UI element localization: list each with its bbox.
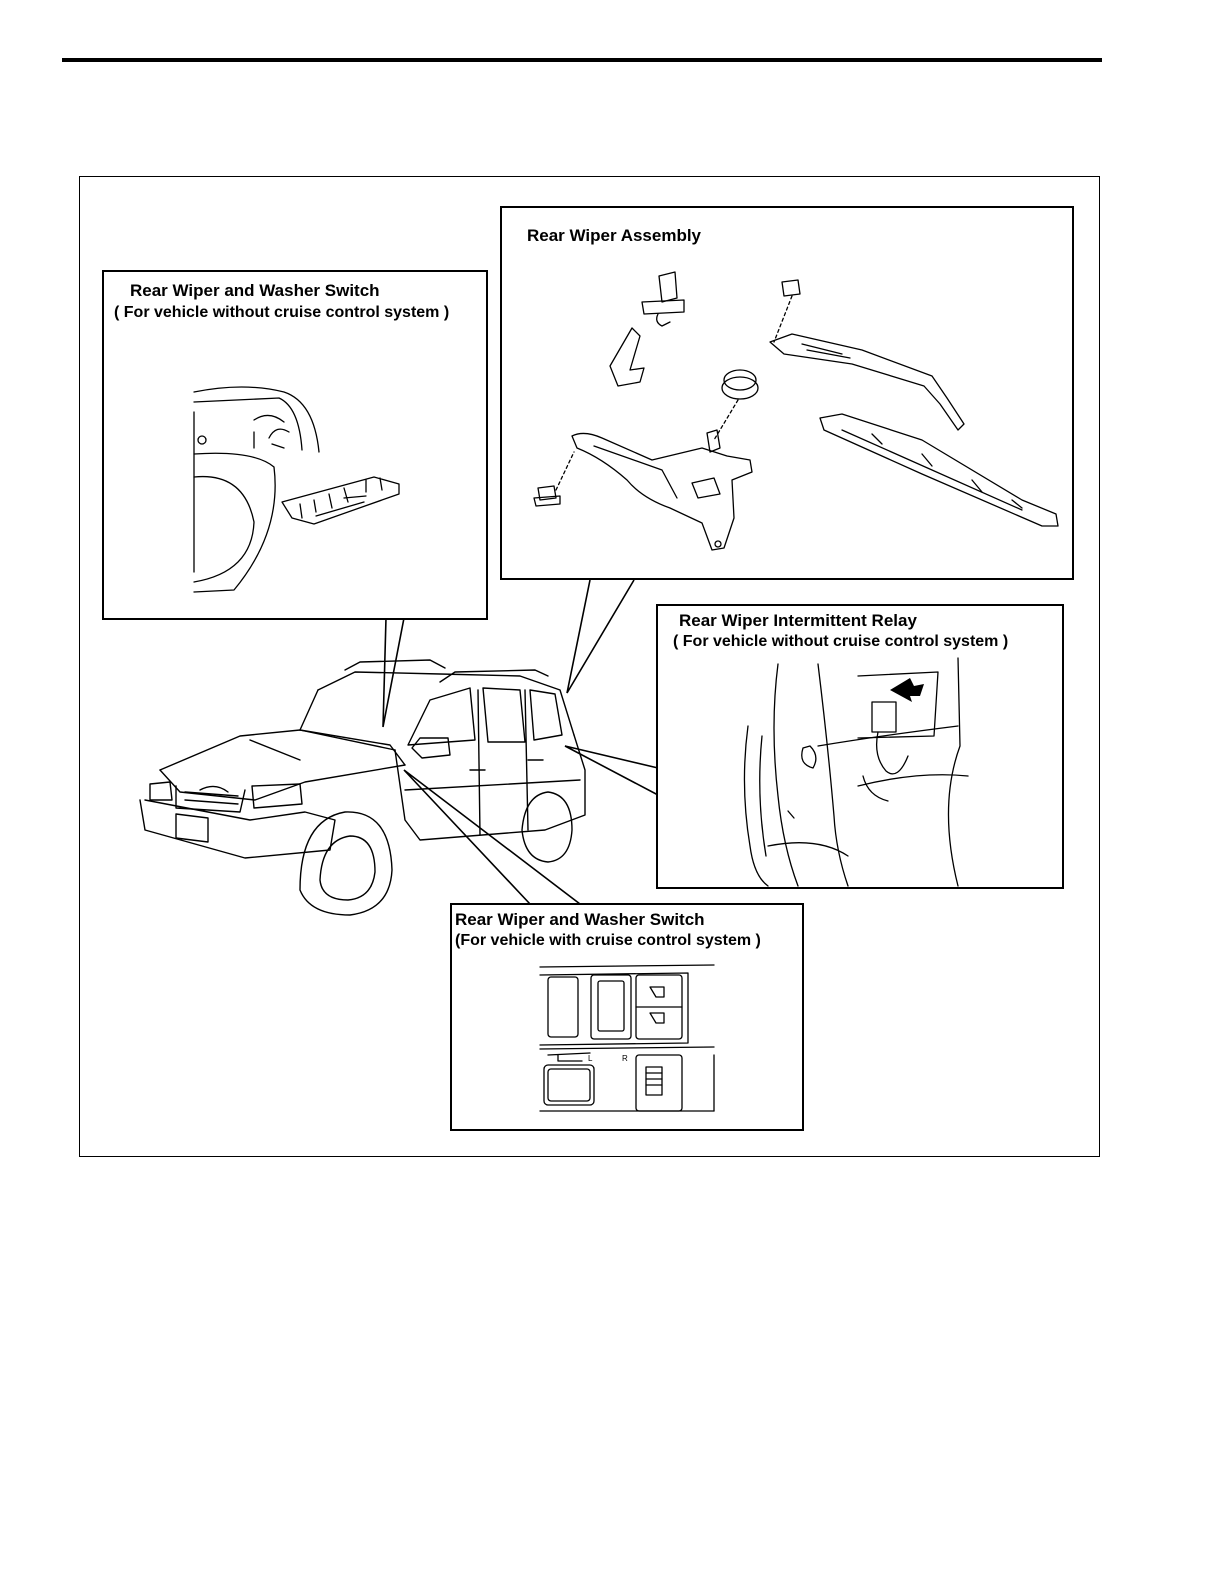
- callout-intermittent-relay: Rear Wiper Intermittent Relay ( For vehi…: [656, 604, 1064, 889]
- callout-switch-no-cruise: Rear Wiper and Washer Switch ( For vehic…: [102, 270, 488, 620]
- wiper-assembly-illustration: [502, 208, 1072, 578]
- l-mark: L: [588, 1054, 593, 1063]
- callout-wiper-assembly: Rear Wiper Assembly: [500, 206, 1074, 580]
- r-mark: R: [622, 1054, 628, 1063]
- dash-switch-illustration: L R: [452, 905, 802, 1129]
- callout-switch-cruise: Rear Wiper and Washer Switch (For vehicl…: [450, 903, 804, 1131]
- arrow-icon: [890, 678, 924, 702]
- relay-location-illustration: [658, 606, 1062, 887]
- combination-switch-illustration: [104, 272, 486, 618]
